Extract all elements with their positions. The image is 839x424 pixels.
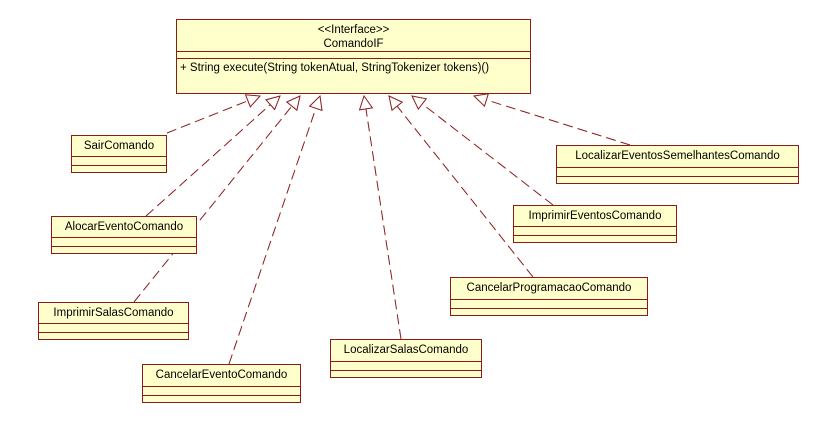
class-cancelar-evento-comando[interactable]: CancelarEventoComando (142, 364, 301, 403)
interface-operation: + String execute(String tokenAtual, Stri… (180, 62, 490, 74)
class-name: CancelarEventoComando (143, 365, 300, 387)
class-sair-comando[interactable]: SairComando (71, 135, 167, 173)
class-alocar-evento-comando[interactable]: AlocarEventoComando (51, 216, 197, 254)
class-name: SairComando (72, 136, 166, 157)
realization-arrowhead-localizar-eventos (472, 93, 490, 108)
class-name: AlocarEventoComando (52, 217, 196, 238)
class-name: LocalizarEventosSemelhantesComando (557, 146, 798, 168)
class-cancelar-programacao-comando[interactable]: CancelarProgramacaoComando (450, 277, 648, 316)
realization-arrowhead-imprimir-eventos (411, 95, 428, 111)
class-localizar-salas-comando[interactable]: LocalizarSalasComando (330, 339, 482, 378)
class-name: ImprimirEventosComando (514, 206, 676, 227)
class-name: CancelarProgramacaoComando (451, 278, 647, 300)
interface-comandoif[interactable]: <<Interface>> ComandoIF + String execute… (176, 19, 531, 94)
realization-line-cancelar-programacao (396, 105, 534, 278)
interface-attributes (177, 52, 530, 59)
realization-line-cancelar-evento (228, 108, 317, 365)
realization-line-alocar (145, 104, 271, 217)
class-name: LocalizarSalasComando (331, 340, 481, 362)
realization-arrowhead-cancelar-evento (308, 94, 323, 112)
interface-name: ComandoIF (323, 38, 384, 50)
realization-arrowhead-alocar (265, 95, 281, 111)
realization-arrowhead-sair (244, 94, 262, 108)
interface-stereotype: <<Interface>> (317, 24, 390, 36)
realization-arrowhead-cancelar-programacao (388, 95, 404, 112)
realization-line-localizar-eventos (486, 99, 631, 146)
realization-line-imprimir-salas (133, 105, 293, 303)
class-localizar-eventos-semelhantes-comando[interactable]: LocalizarEventosSemelhantesComando (556, 145, 799, 184)
realization-arrowhead-imprimir-salas (285, 95, 301, 112)
class-name: ImprimirSalasComando (39, 303, 188, 324)
realization-line-imprimir-eventos (421, 103, 554, 206)
class-imprimir-salas-comando[interactable]: ImprimirSalasComando (38, 302, 189, 340)
realization-arrowhead-localizar-salas (358, 94, 374, 111)
class-imprimir-eventos-comando[interactable]: ImprimirEventosComando (513, 205, 677, 243)
realization-line-localizar-salas (365, 108, 402, 340)
interface-header: <<Interface>> ComandoIF (177, 20, 530, 52)
realization-line-sair (166, 100, 249, 134)
